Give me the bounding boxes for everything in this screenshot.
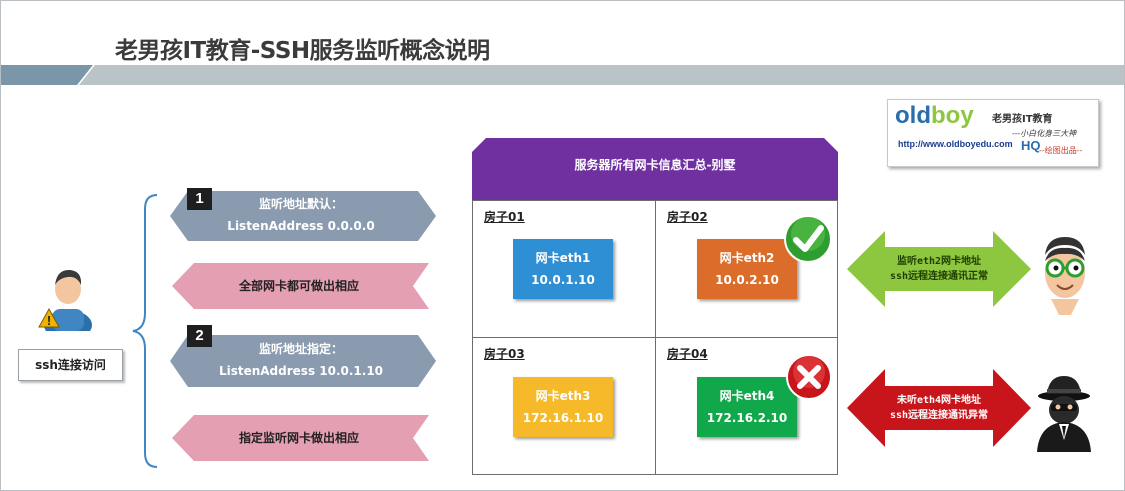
nic-eth3: 网卡eth3 172.16.1.10	[513, 377, 613, 437]
ssh-client-label: ssh连接访问	[18, 349, 123, 381]
nic-eth2-ip: 10.0.2.10	[715, 273, 779, 287]
admin-avatar-icon	[1045, 237, 1085, 315]
fail-status-text: 未听eth4网卡地址 ssh远程连接通讯异常	[869, 393, 1009, 423]
ok-status-text: 监听eth2网卡地址 ssh远程连接通讯正常	[869, 254, 1009, 284]
fail-status-line1: 未听eth4网卡地址	[896, 395, 982, 406]
check-icon	[784, 215, 832, 263]
scenario-1-result: 全部网卡都可做出相应	[238, 279, 359, 293]
nic-eth4-ip: 172.16.2.10	[706, 411, 788, 425]
fail-status-line2: ssh远程连接通讯异常	[889, 410, 989, 421]
logo-cn-name: 老男孩IT教育	[992, 114, 1053, 125]
scenario-2-result-arrow	[172, 415, 429, 461]
room-04-label: 房子04	[667, 347, 708, 361]
svg-text:!: !	[47, 313, 51, 328]
logo-url: http://www.oldboyedu.com	[898, 139, 1013, 149]
scenario-2-line2: ListenAddress 10.0.1.10	[218, 364, 384, 378]
scenario-1-line2: ListenAddress 0.0.0.0	[227, 219, 375, 233]
nic-eth1-name: 网卡eth1	[535, 251, 591, 265]
left-brace	[132, 194, 158, 468]
logo-credit: --绘图出品--	[1039, 146, 1083, 155]
oldboy-logo: oldboy 老男孩IT教育 ---小白化身三大神 http://www.old…	[887, 99, 1099, 167]
hacker-avatar-icon	[1037, 376, 1091, 452]
scenario-1-line1: 监听地址默认：	[258, 197, 343, 211]
logo-tagline: ---小白化身三大神	[1012, 129, 1077, 138]
server-header-banner	[472, 138, 838, 200]
server-header-text: 服务器所有网卡信息汇总-别墅	[574, 158, 736, 172]
room-02-label: 房子02	[667, 210, 708, 224]
logo-hq: HQ	[1021, 138, 1041, 153]
nic-eth2-name: 网卡eth2	[719, 251, 775, 265]
room-01-label: 房子01	[484, 210, 525, 224]
title-band	[1, 65, 1124, 85]
scenario-2-arrow	[170, 335, 436, 387]
room-03-label: 房子03	[484, 347, 525, 361]
ok-status-line2: ssh远程连接通讯正常	[889, 271, 989, 282]
ok-status-line1: 监听eth2网卡地址	[896, 256, 982, 267]
scenario-2-badge: 2	[187, 325, 212, 347]
scenario-1-arrow	[170, 191, 436, 241]
nic-eth4: 网卡eth4 172.16.2.10	[697, 377, 797, 437]
nic-eth1: 网卡eth1 10.0.1.10	[513, 239, 613, 299]
cross-icon	[786, 354, 832, 400]
page-title: 老男孩IT教育-SSH服务监听概念说明	[115, 38, 490, 64]
scenario-1-result-arrow	[172, 263, 429, 309]
nic-eth3-ip: 172.16.1.10	[522, 411, 604, 425]
scenario-2-text: 监听地址指定： ListenAddress 10.0.1.10	[181, 338, 421, 382]
nic-eth3-name: 网卡eth3	[535, 389, 591, 403]
user-warning-icon: !	[38, 269, 92, 331]
nic-eth1-ip: 10.0.1.10	[531, 273, 595, 287]
scenario-2-line1: 监听地址指定：	[258, 342, 343, 356]
fail-double-arrow	[847, 369, 1031, 447]
scenario-1-badge: 1	[187, 188, 212, 210]
scenario-2-result: 指定监听网卡做出相应	[238, 431, 359, 445]
nic-eth2: 网卡eth2 10.0.2.10	[697, 239, 797, 299]
logo-brand: oldboy	[895, 102, 974, 129]
scenario-1-text: 监听地址默认： ListenAddress 0.0.0.0	[181, 193, 421, 237]
nic-eth4-name: 网卡eth4	[719, 389, 775, 403]
ok-double-arrow	[847, 231, 1031, 307]
